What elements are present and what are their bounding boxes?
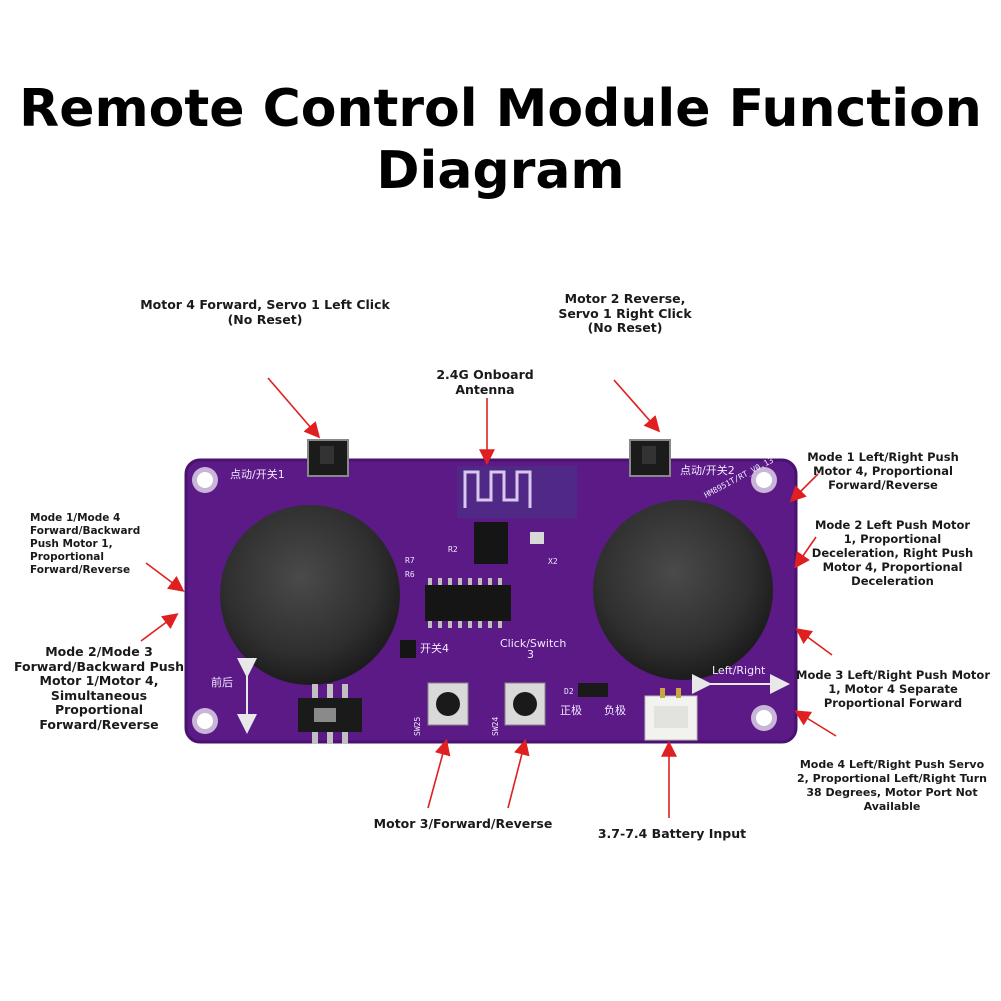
silk-r7: R7 [405,556,415,565]
silk-x2: X2 [548,557,558,566]
silk-switch4: 开关4 [420,641,449,655]
silk-positive: 正极 [560,703,582,717]
label-top-right: Motor 2 Reverse,Servo 1 Right Click(No R… [558,291,692,335]
arrow-right-1 [789,473,819,503]
silk-switch2: 点动/开关2 [680,463,735,477]
silk-click-switch: Click/Switch [500,637,566,650]
pcb-board: 点动/开关1 点动/开关2 开关4 Click/Switch 3 前后 Left… [184,439,798,744]
arrow-top-left [267,377,321,439]
page-title: Remote Control Module Function Diagram [19,79,982,201]
label-bottom-center: Motor 3/Forward/Reverse [373,816,553,831]
silk-sw25: SW25 [413,717,422,736]
right-joystick[interactable] [593,500,773,680]
silk-left-right: Left/Right [712,664,766,677]
silk-d2: D2 [564,687,574,696]
silk-click-num: 3 [527,648,534,661]
silk-negative: 负极 [604,703,626,717]
silk-r6: R6 [405,570,415,579]
arrow-bottom-1 [427,738,451,809]
callout-arrows [140,377,837,818]
silk-front-back: 前后 [211,675,233,689]
label-top-left: Motor 4 Forward, Servo 1 Left Click(No R… [140,297,390,327]
arrow-left-2 [140,613,179,642]
silk-sw24: SW24 [491,717,500,736]
arrow-top-right [613,379,661,433]
arrow-right-4 [794,710,837,737]
arrow-bottom-2 [507,738,530,809]
left-joystick[interactable] [220,505,400,685]
arrow-right-2 [794,536,817,569]
silk-r2: R2 [448,545,458,554]
label-bottom-right: 3.7-7.4 Battery Input [597,826,747,841]
arrow-left-1 [145,562,185,592]
silk-switch1: 点动/开关1 [230,467,285,481]
arrow-right-3 [795,628,833,656]
